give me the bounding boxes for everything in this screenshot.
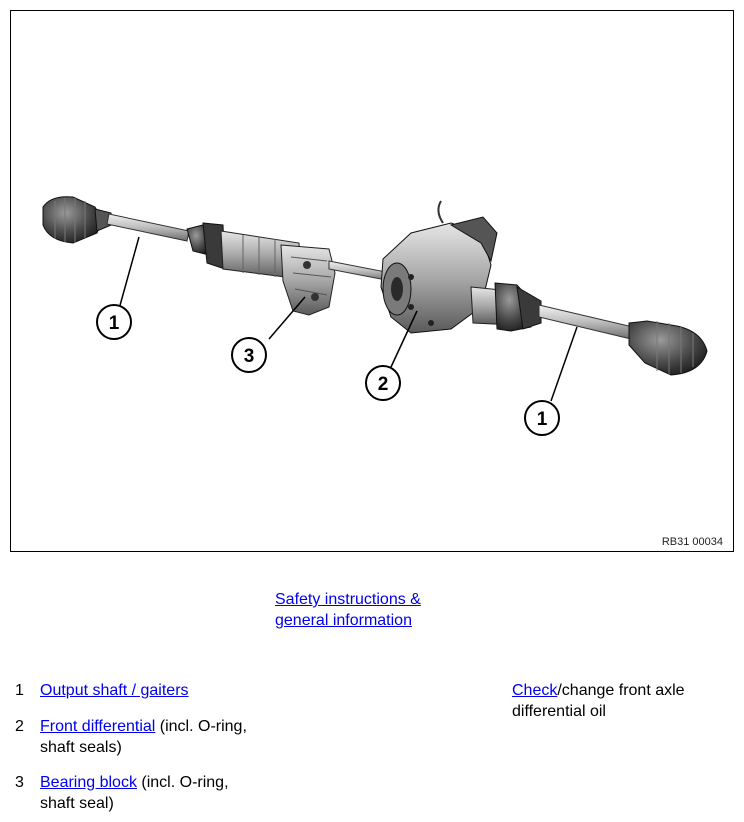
axle-diagram: 1 3 2 1 RB31 00034 xyxy=(10,10,734,552)
front-axle-illustration: 1 3 2 1 xyxy=(42,196,708,436)
left-cv-boot xyxy=(42,196,112,244)
oil-check-note: Check/change front axle differential oil xyxy=(512,680,732,722)
callout-3: 3 xyxy=(231,337,267,373)
front-differential-housing xyxy=(380,200,498,334)
callout-1-left: 1 xyxy=(96,304,132,340)
legend-number: 1 xyxy=(15,682,24,699)
svg-text:2: 2 xyxy=(378,374,389,395)
bearing-block xyxy=(280,244,336,316)
callout-2: 2 xyxy=(365,365,401,401)
output-shaft-gaiters-link[interactable]: Output shaft / gaiters xyxy=(40,682,189,699)
right-inner-boot xyxy=(494,282,542,332)
legend-number: 3 xyxy=(15,774,24,791)
oil-check-suffix: /change front axle differential oil xyxy=(512,682,685,720)
right-cv-boot xyxy=(628,320,708,376)
safety-info-block: Safety instructions & general informatio… xyxy=(275,589,465,631)
left-output-shaft xyxy=(106,213,190,242)
legend-number: 2 xyxy=(15,718,24,735)
legend-suffix: (incl. O-ring, shaft seals) xyxy=(40,718,247,756)
right-output-shaft xyxy=(538,304,634,340)
safety-instructions-link[interactable]: Safety instructions & general informatio… xyxy=(275,591,421,629)
svg-text:1: 1 xyxy=(537,409,548,430)
left-inner-boot xyxy=(186,222,226,270)
legend-suffix: (incl. O-ring, shaft seal) xyxy=(40,774,229,812)
front-differential-link[interactable]: Front differential xyxy=(40,718,156,735)
check-link[interactable]: Check xyxy=(512,682,558,699)
figure-code: RB31 00034 xyxy=(661,536,723,548)
svg-text:3: 3 xyxy=(244,346,255,367)
svg-text:1: 1 xyxy=(109,313,120,334)
bearing-block-link[interactable]: Bearing block xyxy=(40,774,137,791)
callout-1-right: 1 xyxy=(524,400,560,436)
